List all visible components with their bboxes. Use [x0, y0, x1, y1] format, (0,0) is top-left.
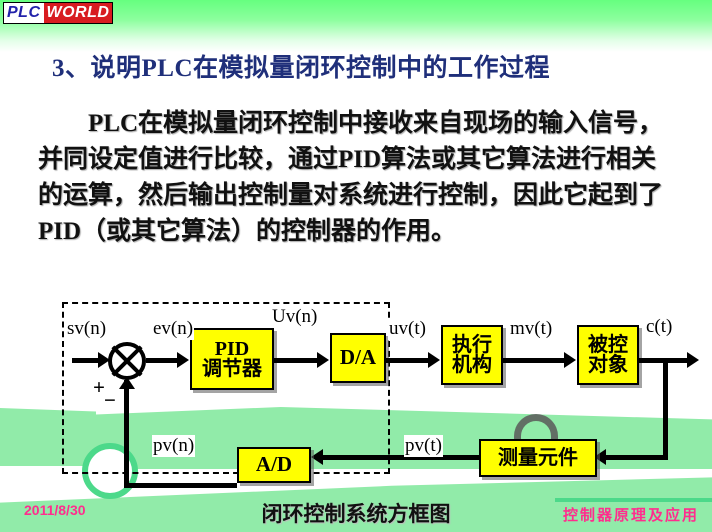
signal-label-pv-n: pv(n)	[152, 435, 196, 457]
line-ad-to-feedback-corner	[124, 483, 237, 488]
decorative-green-underline	[555, 498, 712, 502]
diagram-caption: 闭环控制系统方框图	[261, 502, 451, 526]
line-sv-input	[72, 358, 100, 363]
block-actuator: 执行 机构	[441, 325, 503, 385]
date-stamp: 2011/8/30	[24, 502, 86, 518]
signal-label-ev-n: ev(n)	[152, 318, 195, 340]
block-da-converter: D/A	[330, 333, 386, 383]
line-actuator-to-plant	[503, 358, 565, 363]
signal-label-uv-n: Uv(n)	[271, 306, 319, 328]
logo-text-plc: PLC	[4, 3, 44, 23]
signal-label-sv-n: sv(n)	[66, 318, 108, 340]
summing-minus-sign: −	[104, 388, 116, 412]
page-title: 3、说明PLC在模拟量闭环控制中的工作过程	[52, 55, 551, 82]
body-paragraph: PLC在模拟量闭环控制中接收来自现场的输入信号，并同设定值进行比较，通过PID算…	[38, 110, 664, 245]
arrow-into-sensor	[594, 449, 606, 465]
block-diagram: PID 调节器 D/A 执行 机构 被控 对象	[0, 280, 712, 532]
block-plant-label-line2: 对象	[588, 354, 628, 376]
block-da-label: D/A	[339, 345, 377, 370]
arrow-actuator-to-plant	[564, 352, 576, 368]
block-measuring-element: 测量元件	[479, 439, 597, 477]
arrow-sensor-to-ad	[311, 449, 323, 465]
decorative-green-ring	[82, 443, 138, 499]
block-ad-label: A/D	[255, 452, 293, 477]
logo-text-world: WORLD	[43, 3, 113, 23]
summing-plus-sign: +	[93, 375, 105, 399]
block-actuator-label-line1: 执行	[452, 333, 492, 356]
plc-boundary-dashed-box	[62, 302, 390, 474]
arrow-da-to-actuator	[428, 352, 440, 368]
decorative-gray-arc	[514, 414, 558, 446]
line-feedback-up-to-sum	[124, 380, 129, 488]
line-sensor-to-ad	[322, 455, 479, 460]
arrow-sum-to-pid	[177, 352, 189, 368]
block-pid-label-line2: 调节器	[202, 358, 262, 380]
block-pid-controller: PID 调节器	[190, 328, 274, 390]
signal-label-uv-t: uv(t)	[388, 318, 427, 340]
arrow-feedback-into-sum	[119, 377, 135, 389]
block-plant-label-line1: 被控	[588, 333, 628, 356]
plc-world-logo: PLC WORLD	[3, 2, 114, 24]
arrow-plant-output	[687, 352, 699, 368]
line-output-tap-down	[663, 358, 668, 460]
block-controlled-object: 被控 对象	[577, 325, 639, 385]
arrow-pid-to-da	[317, 352, 329, 368]
block-actuator-label-line2: 机构	[452, 354, 492, 376]
block-pid-label-line1: PID	[214, 337, 250, 360]
signal-label-c-t: c(t)	[645, 316, 674, 338]
footer-course-title: 控制器原理及应用	[563, 508, 700, 524]
summing-junction	[108, 342, 146, 380]
signal-label-pv-t: pv(t)	[404, 435, 443, 457]
block-ad-converter: A/D	[237, 447, 311, 483]
line-sum-to-pid	[146, 358, 178, 363]
top-green-gradient-band	[0, 0, 712, 52]
signal-label-mv-t: mv(t)	[509, 318, 554, 340]
line-da-to-actuator	[386, 358, 429, 363]
block-sensor-label: 测量元件	[498, 446, 578, 469]
arrow-sv-to-sum	[98, 352, 110, 368]
decorative-green-wedge-left	[0, 408, 96, 466]
line-tap-to-sensor	[605, 455, 667, 460]
line-pid-to-da	[274, 358, 318, 363]
